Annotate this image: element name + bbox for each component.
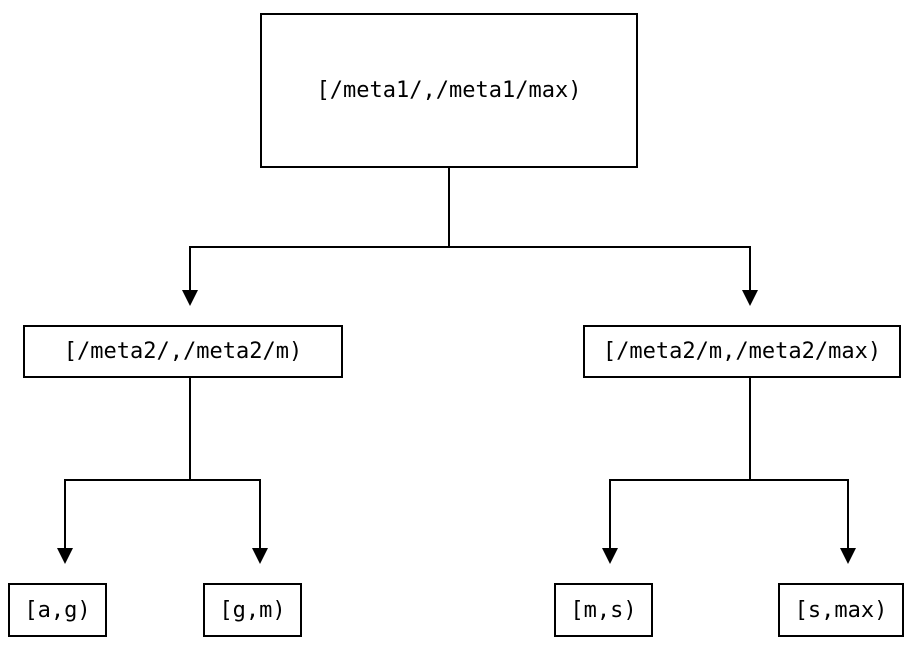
arrow-down-icon xyxy=(252,548,268,564)
arrow-down-icon xyxy=(742,290,758,306)
node-leaf-range-gm: [g,m) xyxy=(203,583,302,637)
node-leaf-range-smax: [s,max) xyxy=(778,583,904,637)
node-label: [s,max) xyxy=(794,597,888,623)
arrow-down-icon xyxy=(840,548,856,564)
node-label: [a,g) xyxy=(24,597,91,623)
node-label: [m,s) xyxy=(570,597,637,623)
arrow-down-icon xyxy=(57,548,73,564)
node-root-range: [/meta1/,/meta1/max) xyxy=(260,13,638,168)
node-label: [/meta2/m,/meta2/max) xyxy=(602,339,882,364)
arrow-down-icon xyxy=(182,290,198,306)
node-right-child-range: [/meta2/m,/meta2/max) xyxy=(583,325,901,378)
arrow-down-icon xyxy=(602,548,618,564)
node-leaf-range-ag: [a,g) xyxy=(8,583,107,637)
node-leaf-range-ms: [m,s) xyxy=(554,583,653,637)
node-label: [/meta1/,/meta1/max) xyxy=(316,78,582,103)
node-label: [g,m) xyxy=(219,597,286,623)
node-left-child-range: [/meta2/,/meta2/m) xyxy=(23,325,343,378)
node-label: [/meta2/,/meta2/m) xyxy=(63,339,303,364)
